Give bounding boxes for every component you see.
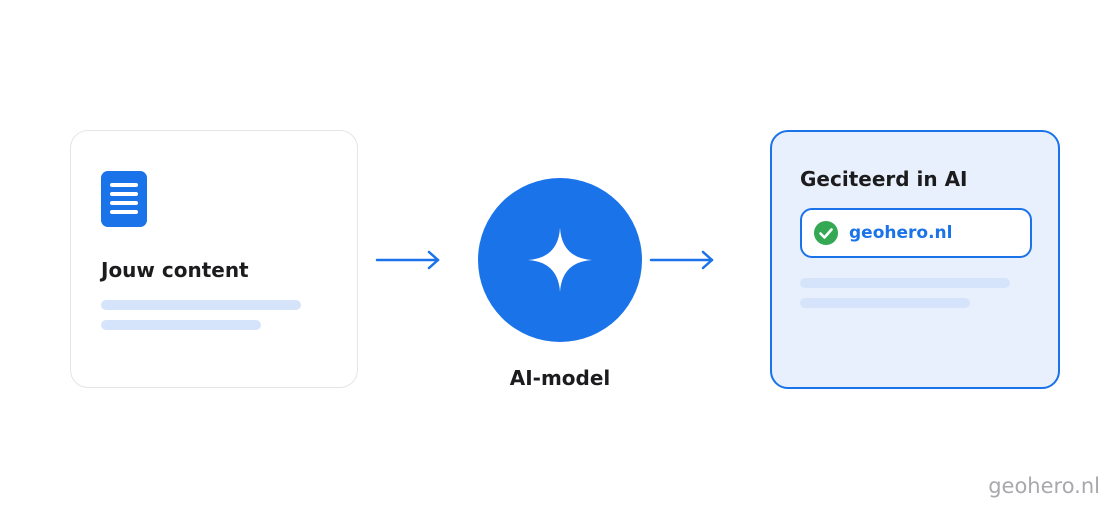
- ai-model-label: AI-model: [509, 366, 611, 390]
- check-circle-icon: [814, 221, 838, 245]
- input-card: Jouw content: [70, 130, 358, 388]
- placeholder-line: [800, 298, 970, 308]
- ai-model-circle: [478, 178, 642, 342]
- placeholder-line: [800, 278, 1010, 288]
- input-card-title: Jouw content: [101, 258, 249, 282]
- output-card: Geciteerd in AI geohero.nl: [770, 130, 1060, 389]
- sparkle-icon: [528, 228, 592, 292]
- arrow-right-icon: [375, 250, 440, 270]
- citation-domain: geohero.nl: [849, 223, 953, 243]
- placeholder-line: [101, 320, 261, 330]
- arrow-right-icon: [649, 250, 714, 270]
- placeholder-line: [101, 300, 301, 310]
- document-icon: [101, 171, 147, 227]
- watermark: geohero.nl: [988, 474, 1100, 498]
- citation-box: geohero.nl: [800, 208, 1032, 258]
- output-card-title: Geciteerd in AI: [800, 167, 968, 191]
